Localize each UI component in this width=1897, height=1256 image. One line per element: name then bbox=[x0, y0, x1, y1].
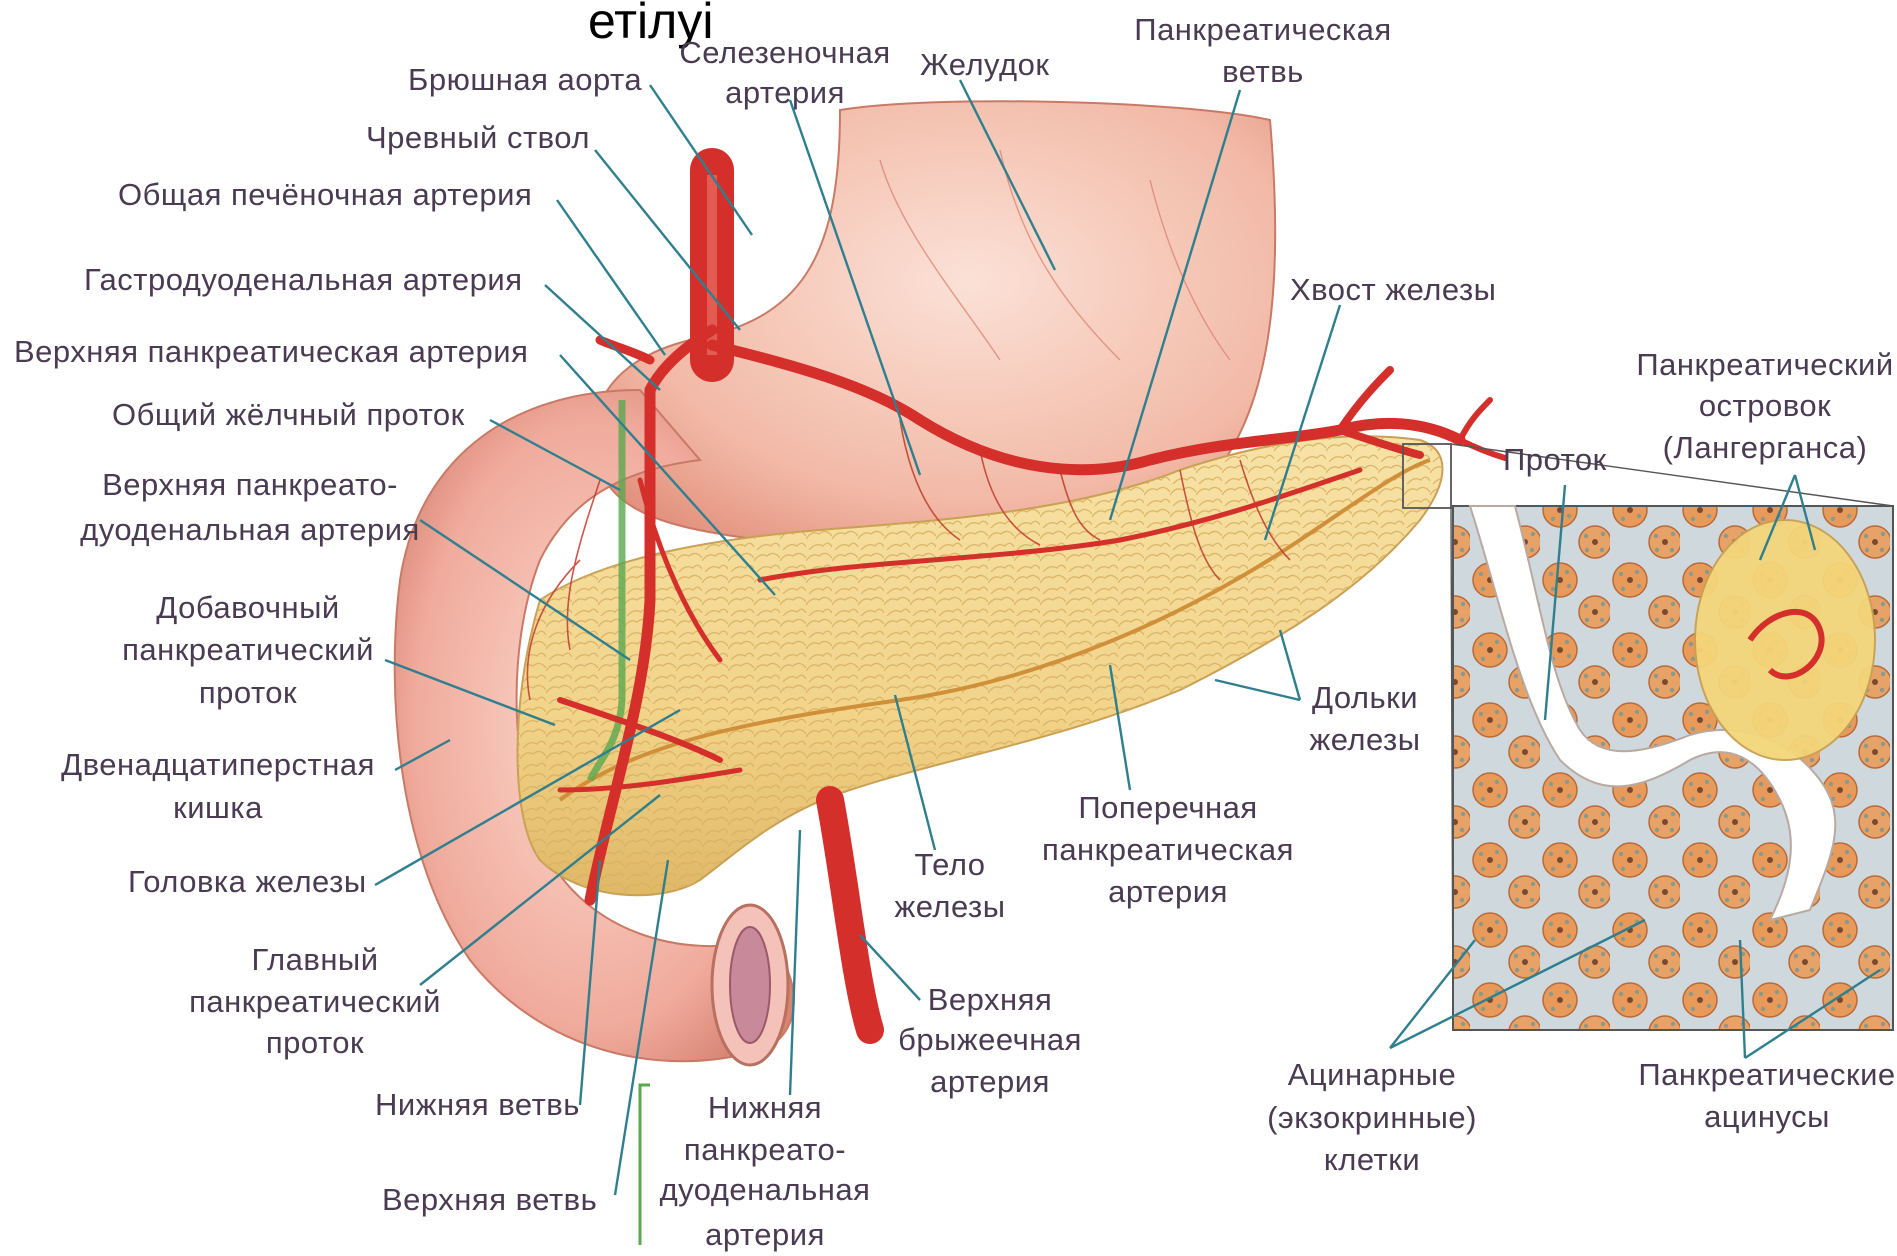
label-acini-2: ацинусы bbox=[1704, 1099, 1830, 1134]
label-acinar-1: Ацинарные bbox=[1288, 1057, 1457, 1092]
label-sup-pd-artery-2: дуоденальная артерия bbox=[80, 512, 420, 547]
label-accessory-duct-3: проток bbox=[199, 675, 297, 710]
label-body-2: железы bbox=[894, 889, 1005, 924]
label-transverse-1: Поперечная bbox=[1078, 790, 1257, 825]
label-pancreatic-branch-2: ветвь bbox=[1222, 54, 1304, 89]
label-islet-2: островок bbox=[1699, 388, 1831, 423]
label-inf-pd-artery-2: панкреато- bbox=[684, 1132, 846, 1167]
label-lobules-1: Дольки bbox=[1312, 680, 1418, 715]
label-gastroduodenal-artery: Гастродуоденальная артерия bbox=[84, 262, 522, 297]
label-sma-2: брыжеечная bbox=[898, 1022, 1082, 1057]
label-islet-3: (Лангерганса) bbox=[1663, 430, 1868, 465]
label-main-duct-3: проток bbox=[266, 1025, 364, 1060]
label-duodenum-1: Двенадцатиперстная bbox=[61, 747, 375, 782]
label-accessory-duct-2: панкреатический bbox=[122, 632, 374, 667]
superior-mesenteric-artery bbox=[830, 800, 870, 1030]
label-splenic-artery-2: артерия bbox=[725, 75, 845, 110]
label-superior-branch: Верхняя ветвь bbox=[382, 1182, 597, 1217]
label-duodenum-2: кишка bbox=[173, 790, 263, 825]
histology-inset bbox=[1403, 444, 1893, 1030]
label-inferior-branch: Нижняя ветвь bbox=[375, 1087, 580, 1122]
label-common-bile-duct: Общий жёлчный проток bbox=[112, 397, 465, 432]
label-head: Головка железы bbox=[128, 864, 367, 899]
label-main-duct-1: Главный bbox=[251, 942, 378, 977]
label-accessory-duct-1: Добавочный bbox=[156, 590, 339, 625]
label-inf-pd-artery-3: дуоденальная bbox=[660, 1172, 871, 1207]
label-transverse-2: панкреатическая bbox=[1042, 832, 1294, 867]
label-acinar-2: (экзокринные) bbox=[1267, 1100, 1477, 1135]
label-abdominal-aorta: Брюшная аорта bbox=[408, 62, 642, 97]
label-acinar-3: клетки bbox=[1324, 1142, 1420, 1177]
label-sma-3: артерия bbox=[930, 1064, 1050, 1099]
label-main-duct-2: панкреатический bbox=[189, 984, 441, 1019]
label-common-hepatic-artery: Общая печёночная артерия bbox=[118, 177, 532, 212]
label-islet-1: Панкреатический bbox=[1636, 347, 1893, 382]
label-splenic-artery-1: Селезеночная bbox=[679, 35, 890, 70]
islet-of-langerhans bbox=[1695, 520, 1875, 760]
label-celiac-trunk: Чревный ствол bbox=[366, 120, 590, 155]
label-tail: Хвост железы bbox=[1290, 272, 1496, 307]
label-acini-1: Панкреатические bbox=[1638, 1057, 1895, 1092]
label-inf-pd-artery-1: Нижняя bbox=[708, 1090, 822, 1125]
label-sup-pd-artery-1: Верхняя панкреато- bbox=[102, 467, 398, 502]
label-lobules-2: железы bbox=[1309, 722, 1420, 757]
label-body-1: Тело bbox=[914, 847, 985, 882]
label-inf-pd-artery-4: артерия bbox=[705, 1217, 825, 1252]
label-duct: Проток bbox=[1503, 442, 1607, 477]
label-pancreatic-branch-1: Панкреатическая bbox=[1134, 12, 1391, 47]
label-transverse-3: артерия bbox=[1108, 874, 1228, 909]
label-superior-pancreatic-artery: Верхняя панкреатическая артерия bbox=[14, 334, 528, 369]
label-stomach: Желудок bbox=[920, 47, 1049, 82]
label-sma-1: Верхняя bbox=[928, 982, 1053, 1017]
